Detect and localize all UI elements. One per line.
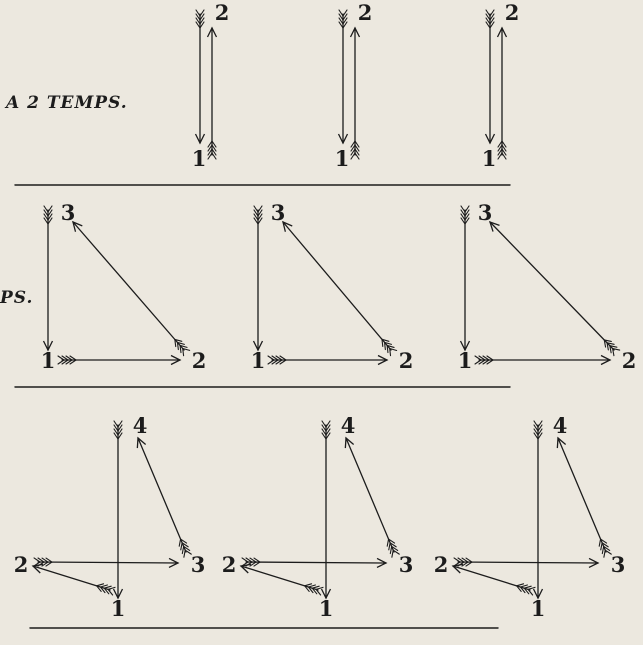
stroke-beat-4 [556, 436, 612, 558]
beat-label-2: 2 [434, 552, 449, 577]
beat-label-2: 2 [622, 348, 637, 373]
beat-label-1: 1 [251, 348, 266, 373]
beat-label-2: 2 [215, 0, 230, 25]
beat-label-3: 3 [399, 552, 414, 577]
stroke-beat-2 [474, 354, 612, 366]
beat-label-4: 4 [341, 413, 356, 438]
stroke-beat-2 [496, 26, 508, 160]
stroke-beat-2 [57, 354, 182, 366]
beat-label-2: 2 [399, 348, 414, 373]
section-title-3-beats: PS. [0, 288, 33, 308]
beat-label-1: 1 [335, 146, 350, 171]
stroke-beat-2 [239, 563, 324, 596]
section-dividers [14, 184, 511, 629]
stroke-beat-1 [484, 9, 496, 145]
beat-label-3: 3 [61, 200, 76, 225]
beat-label-3: 3 [271, 200, 286, 225]
beat-label-3: 3 [478, 200, 493, 225]
beat-label-1: 1 [41, 348, 56, 373]
beat-label-2: 2 [14, 552, 29, 577]
stroke-beat-2 [267, 354, 389, 366]
section-title-2-beats: A 2 TEMPS. [4, 93, 128, 113]
stroke-beat-3 [453, 557, 600, 569]
beat-label-2: 2 [505, 0, 520, 25]
stroke-beat-3 [72, 220, 191, 357]
beat-label-2: 2 [222, 552, 237, 577]
stroke-beat-1 [194, 9, 206, 145]
beat-label-2: 2 [358, 0, 373, 25]
stroke-beat-1 [252, 205, 264, 352]
beat-label-1: 1 [458, 348, 473, 373]
stroke-beat-3 [241, 557, 388, 569]
stroke-beat-1 [112, 420, 124, 600]
beat-label-3: 3 [191, 552, 206, 577]
beat-label-2: 2 [192, 348, 207, 373]
stroke-beat-2 [451, 563, 536, 596]
stroke-beat-1 [532, 420, 544, 600]
stroke-beat-1 [320, 420, 332, 600]
stroke-beat-3 [33, 557, 180, 569]
beat-label-1: 1 [482, 146, 497, 171]
stroke-beat-1 [337, 9, 349, 145]
stroke-beat-2 [349, 26, 361, 160]
beat-label-4: 4 [133, 413, 148, 438]
stroke-beat-1 [459, 205, 471, 352]
stroke-beat-2 [31, 563, 116, 596]
stroke-beat-3 [282, 220, 398, 357]
beat-strokes [31, 9, 621, 600]
stroke-beat-2 [206, 26, 218, 160]
beat-label-1: 1 [531, 596, 546, 621]
stroke-beat-3 [488, 220, 621, 357]
beat-label-1: 1 [319, 596, 334, 621]
beat-label-1: 1 [192, 146, 207, 171]
beat-label-4: 4 [553, 413, 568, 438]
beat-label-1: 1 [111, 596, 126, 621]
beat-label-3: 3 [611, 552, 626, 577]
stroke-beat-1 [42, 205, 54, 352]
stroke-beat-4 [136, 436, 192, 558]
stroke-beat-4 [344, 436, 400, 558]
